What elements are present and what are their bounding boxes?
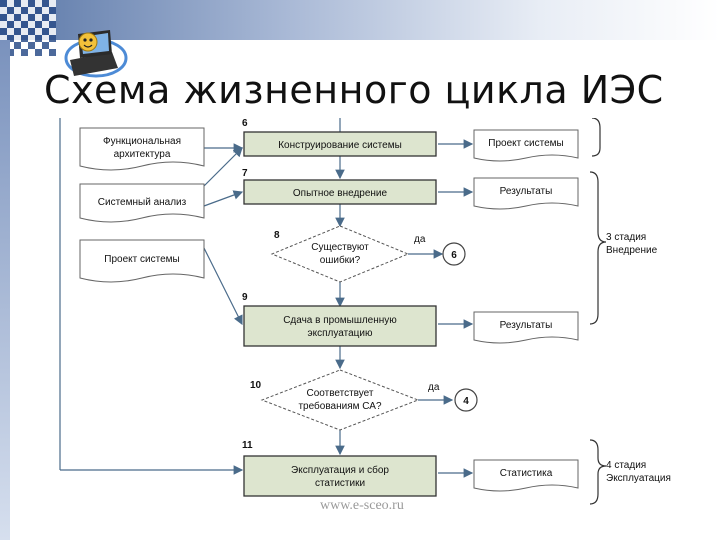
lifecycle-diagram: Функциональная архитектура Системный ана… [36, 117, 710, 510]
svg-text:Статистика: Статистика [500, 468, 553, 479]
checker-pattern [0, 0, 56, 56]
left-stripe [0, 40, 10, 540]
svg-text:Существуют: Существуют [311, 242, 369, 253]
svg-text:эксплуатацию: эксплуатацию [308, 328, 373, 339]
svg-text:7: 7 [242, 168, 248, 179]
svg-text:Внедрение: Внедрение [606, 245, 658, 256]
svg-text:Эксплуатация: Эксплуатация [606, 473, 671, 484]
output-results-2: Результаты [473, 311, 579, 344]
stage-3-implementation: 3 стадия Внедрение [589, 171, 658, 325]
logo-icon [64, 30, 128, 78]
svg-text:ошибки?: ошибки? [320, 254, 361, 266]
svg-text:Конструирование системы: Конструирование системы [278, 140, 402, 151]
svg-text:8: 8 [274, 230, 280, 241]
output-results-1: Результаты [473, 177, 579, 210]
svg-text:Проект системы: Проект системы [488, 138, 563, 149]
svg-text:Соответствует: Соответствует [307, 388, 374, 399]
step-8-decision-errors: 8 Существуют ошибки? да 6 [270, 225, 466, 283]
flowchart: Функциональная архитектура Системный ана… [59, 117, 671, 505]
stage-4-operation: 4 стадия Эксплуатация [589, 439, 671, 505]
svg-text:6: 6 [242, 118, 248, 129]
svg-text:да: да [428, 382, 440, 393]
svg-text:Функциональная: Функциональная [103, 136, 181, 147]
input-system-analysis: Системный анализ [79, 183, 205, 223]
step-11-operation: 11 Эксплуатация и сбор статистики [242, 440, 437, 497]
step-7-pilot: 7 Опытное внедрение [242, 168, 437, 205]
svg-text:Сдача в промышленную: Сдача в промышленную [283, 315, 397, 326]
svg-text:9: 9 [242, 292, 248, 303]
svg-text:Эксплуатация и сбор: Эксплуатация и сбор [291, 464, 389, 476]
step-6-construction: 6 Конструирование системы [242, 118, 437, 157]
top-band [0, 0, 720, 40]
svg-text:4 стадия: 4 стадия [606, 460, 646, 471]
step-10-decision-requirements: 10 Соответствует требованиям СА? да 4 [250, 369, 478, 431]
stage-2-bracket-tail [591, 117, 601, 157]
step-9-handover: 9 Сдача в промышленную эксплуатацию [242, 292, 437, 347]
svg-text:Системный анализ: Системный анализ [98, 197, 187, 208]
svg-text:4: 4 [463, 396, 469, 407]
svg-text:требованиям СА?: требованиям СА? [298, 400, 381, 412]
input-system-project: Проект системы [79, 239, 205, 283]
svg-text:11: 11 [242, 440, 253, 451]
input-functional-architecture: Функциональная архитектура [79, 127, 205, 171]
output-system-project: Проект системы [473, 129, 579, 162]
svg-text:да: да [414, 234, 426, 245]
output-statistics: Статистика [473, 459, 579, 492]
svg-text:10: 10 [250, 380, 262, 391]
svg-text:Опытное внедрение: Опытное внедрение [293, 188, 388, 199]
svg-text:Результаты: Результаты [500, 320, 553, 331]
watermark: www.e-sceo.ru [320, 498, 404, 513]
slide-title: Схема жизненного цикла ИЭС [44, 68, 664, 112]
svg-text:3 стадия: 3 стадия [606, 232, 646, 243]
svg-text:6: 6 [451, 250, 457, 261]
svg-text:Результаты: Результаты [500, 186, 553, 197]
svg-text:архитектура: архитектура [114, 149, 171, 160]
svg-text:Проект системы: Проект системы [104, 254, 179, 265]
svg-text:статистики: статистики [315, 478, 365, 489]
